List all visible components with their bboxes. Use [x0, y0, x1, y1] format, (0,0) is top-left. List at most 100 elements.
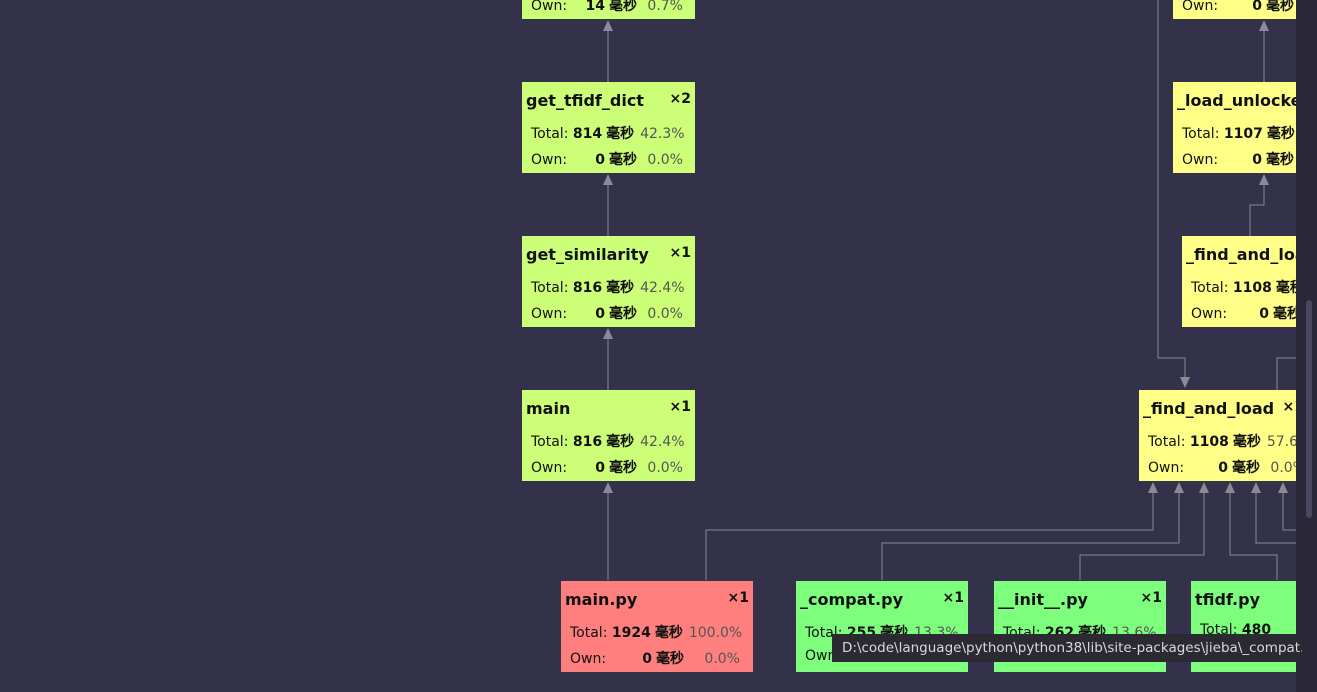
total-value: 1108 [1189, 434, 1229, 450]
node-title: get_similarity [526, 245, 649, 264]
node-title: get_tfidf_dict [526, 91, 644, 110]
own-unit: 毫秒 [609, 306, 637, 322]
total-label: Total: [531, 434, 569, 450]
own-label: Own: [1182, 152, 1219, 168]
own-unit: 毫秒 [656, 651, 684, 667]
own-unit: 毫秒 [1266, 0, 1294, 14]
own-percent: 0.7% [647, 0, 683, 14]
total-value: 814 [572, 126, 603, 142]
node-top-right[interactable]: Own: 0 毫秒 [1173, 0, 1296, 19]
total-percent: 42.3% [640, 126, 685, 142]
node-call-count: ×1 [1140, 590, 1162, 606]
own-unit: 毫秒 [609, 0, 637, 14]
own-percent: 0.0% [1270, 460, 1296, 476]
total-percent: 42.4% [640, 434, 685, 450]
node-call-count: ×1 [727, 590, 749, 606]
node-title: _find_and_load_unlocked [1186, 245, 1296, 264]
own-row: Own: 14 毫秒 0.7% [531, 0, 683, 15]
node-title: main.py [565, 590, 638, 609]
own-label: Own: [1148, 460, 1185, 476]
own-label: Own: [531, 306, 568, 322]
total-value: 816 [572, 434, 603, 450]
own-unit: 毫秒 [609, 460, 637, 476]
own-value: 0 [595, 152, 605, 168]
own-value: 0 [595, 306, 605, 322]
total-unit: 毫秒 [606, 126, 635, 142]
node-call-count: ×2 [669, 91, 691, 107]
own-percent: 0.0% [704, 651, 740, 667]
total-value: 816 [572, 280, 603, 296]
total-unit: 毫秒 [606, 280, 635, 296]
own-percent: 0.0% [647, 152, 683, 168]
own-value: 0 [1218, 460, 1228, 476]
node-title: _compat.py [800, 590, 904, 609]
own-value: 0 [1259, 306, 1269, 322]
node-call-count: ×1 [1282, 399, 1296, 415]
total-value: 1108 [1232, 280, 1272, 296]
node-title: tfidf.py [1195, 590, 1261, 609]
own-value: 0 [1252, 152, 1262, 168]
own-value: 0 [642, 651, 652, 667]
node-call-count: ×1 [942, 590, 964, 606]
total-percent: 42.4% [640, 280, 685, 296]
total-unit: 毫秒 [654, 625, 683, 641]
own-unit: 毫秒 [1232, 460, 1260, 476]
node-call-count: ×1 [669, 399, 691, 415]
own-label: Own: [531, 152, 568, 168]
node-title: _find_and_load [1143, 399, 1275, 418]
node-title: __init__.py [998, 590, 1088, 609]
scrollbar-thumb[interactable] [1306, 300, 1312, 518]
own-label: Own: [1182, 0, 1219, 14]
own-label: Own: [531, 460, 568, 476]
file-path-tooltip: D:\code\language\python\python38\lib\sit… [832, 634, 1302, 662]
own-value: 14 [585, 0, 605, 14]
own-value: 0 [1252, 0, 1262, 14]
own-label: Own: [531, 0, 568, 14]
own-row: Own: 0毫秒 0.0% [1148, 457, 1296, 477]
total-unit: 毫秒 [606, 434, 635, 450]
own-unit: 毫秒 [1273, 306, 1296, 322]
own-value: 0 [595, 460, 605, 476]
own-row: Own: 0 毫秒 [1182, 0, 1294, 15]
own-percent: 0.0% [647, 306, 683, 322]
total-percent: 100.0% [688, 625, 743, 641]
node-title: _load_unlocked [1177, 91, 1296, 110]
total-unit: 毫秒 [1232, 434, 1261, 450]
total-label: Total: [531, 126, 569, 142]
total-label: Total: [531, 280, 569, 296]
total-label: Total: [1191, 280, 1229, 296]
own-label: Own: [570, 651, 607, 667]
node-title: main [526, 399, 571, 418]
node-call-count: ×1 [669, 245, 691, 261]
total-value: 1924 [611, 625, 651, 641]
own-percent: 0.0% [647, 460, 683, 476]
own-unit: 毫秒 [609, 152, 637, 168]
total-percent: 57.6% [1266, 434, 1296, 450]
total-unit: 毫秒 [1275, 280, 1296, 296]
total-label: Total: [1148, 434, 1186, 450]
own-unit: 毫秒 [1266, 152, 1294, 168]
total-label: Total: [570, 625, 608, 641]
node-top-left[interactable]: Own: 14 毫秒 0.7% [522, 0, 695, 19]
